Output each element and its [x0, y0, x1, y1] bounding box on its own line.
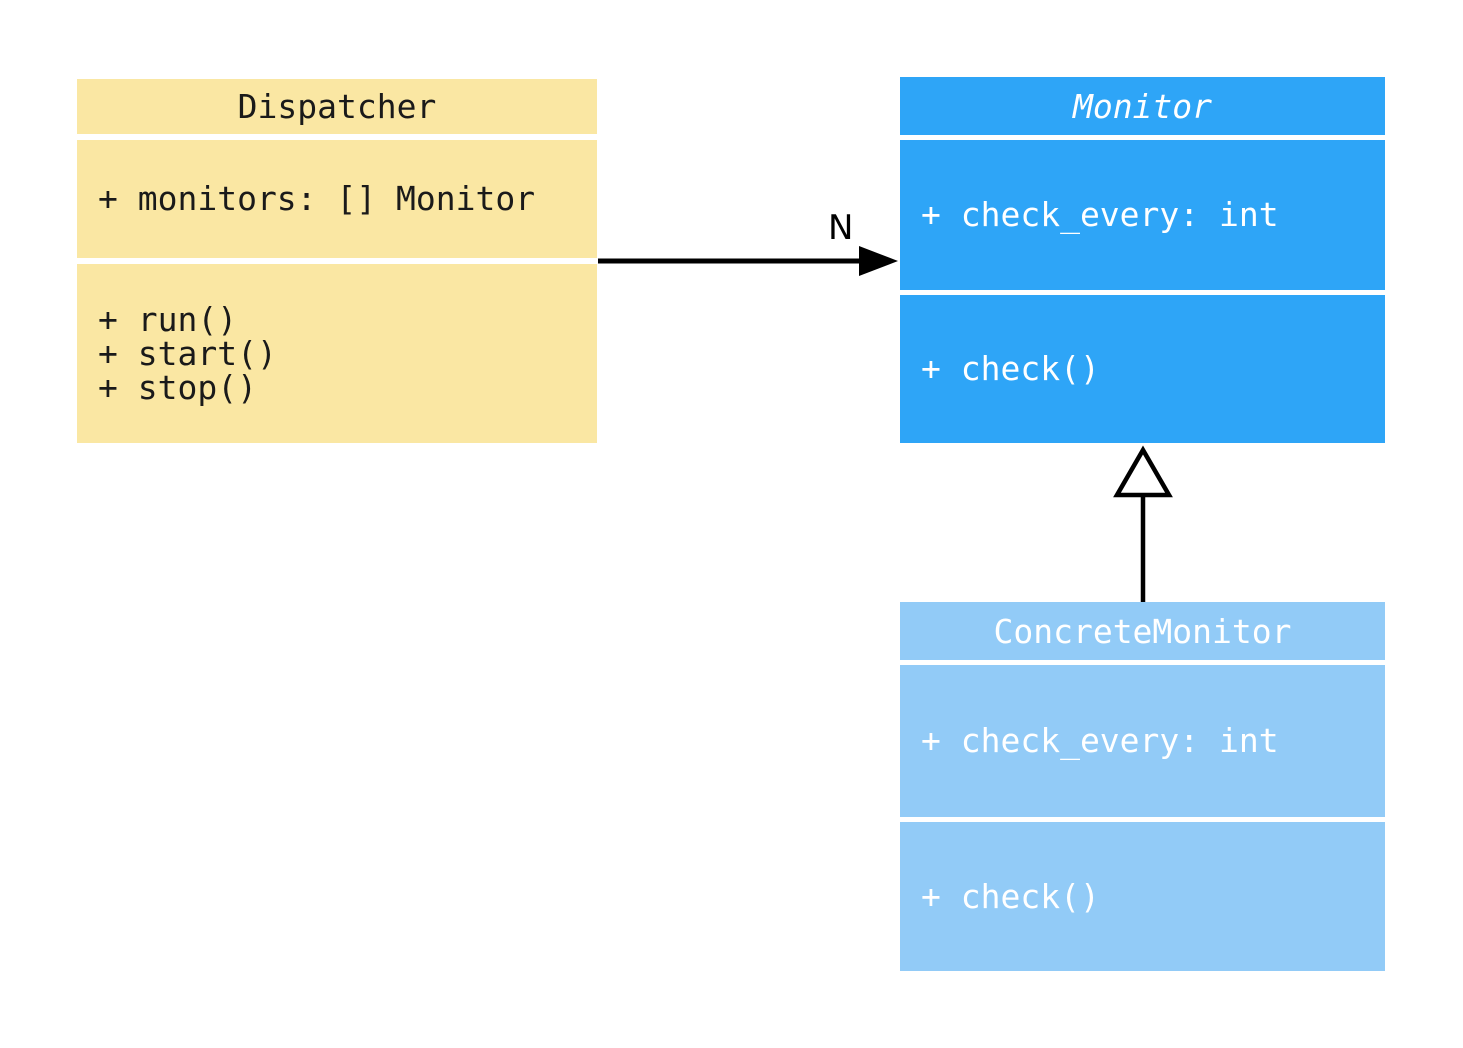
class-methods-monitor: + check()	[900, 295, 1385, 443]
class-title-dispatcher: Dispatcher	[77, 79, 597, 134]
method-start: + start()	[98, 333, 277, 373]
class-box-concretemonitor: ConcreteMonitor + check_every: int + che…	[900, 602, 1385, 971]
class-title-monitor: Monitor	[900, 77, 1385, 135]
hollow-triangle-icon	[1113, 445, 1173, 498]
class-methods-dispatcher: + run() + start() + stop()	[77, 264, 597, 443]
class-attributes-dispatcher: + monitors: [] Monitor	[77, 140, 597, 258]
attribute-monitors: + monitors: [] Monitor	[98, 179, 536, 218]
attribute-check-every: + check_every: int	[921, 721, 1279, 760]
class-box-monitor: Monitor + check_every: int + check()	[900, 77, 1385, 443]
method-check: + check()	[921, 876, 1100, 916]
method-stop: + stop()	[98, 367, 257, 407]
inheritance-arrow-concretemonitor-to-monitor	[1113, 445, 1173, 602]
attribute-check-every: + check_every: int	[921, 195, 1279, 234]
class-methods-concretemonitor: + check()	[900, 822, 1385, 971]
association-arrow-dispatcher-to-monitor	[598, 246, 898, 276]
class-attributes-concretemonitor: + check_every: int	[900, 665, 1385, 817]
class-attributes-monitor: + check_every: int	[900, 140, 1385, 290]
method-run: + run()	[98, 299, 238, 339]
class-box-dispatcher: Dispatcher + monitors: [] Monitor + run(…	[77, 79, 597, 443]
arrowhead-icon	[859, 246, 898, 276]
class-title-concretemonitor: ConcreteMonitor	[900, 602, 1385, 660]
method-check: + check()	[921, 349, 1100, 388]
association-multiplicity-label: N	[828, 208, 854, 248]
